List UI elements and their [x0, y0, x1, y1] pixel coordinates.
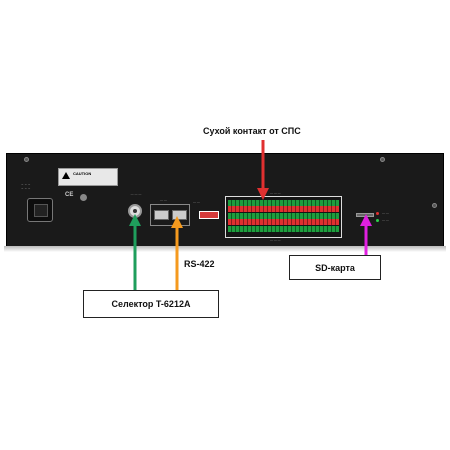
terminal-row: [228, 200, 339, 206]
ground-icon: [80, 194, 87, 201]
dip-switch-icon: [199, 211, 219, 219]
screw-icon: [380, 157, 385, 162]
led-label: — —: [382, 218, 389, 222]
dry-contact-label: Сухой контакт от СПС: [203, 126, 301, 136]
dip-switch-label: — —: [193, 200, 200, 204]
screw-icon: [24, 157, 29, 162]
audio-output-label: — — —: [130, 192, 142, 196]
device-base-shadow: [4, 246, 446, 252]
terminal-row: [228, 206, 339, 212]
selector-callout: Селектор T-6212A: [83, 290, 219, 318]
led-indicator-icon: [376, 212, 379, 215]
sd-slot-icon: [356, 213, 374, 217]
caution-triangle-icon: [62, 172, 70, 179]
power-socket-icon: [27, 198, 53, 222]
terminal-row: [228, 226, 339, 232]
terminal-top-label: — — —: [270, 191, 281, 195]
rca-jack-icon: [128, 204, 142, 218]
rj45-port-icon: [154, 210, 169, 220]
rs422-label: RS-422: [184, 259, 215, 269]
rating-text: ~ ~ ~~ ~ ~: [21, 182, 31, 190]
terminal-row: [228, 219, 339, 225]
selector-label: Селектор T-6212A: [111, 299, 191, 309]
caution-label-plate: CAUTION: [58, 168, 118, 186]
rj45-port-group: [150, 204, 190, 226]
ce-mark: CE: [65, 192, 74, 198]
terminal-row: [228, 213, 339, 219]
led-indicator-icon: [376, 219, 379, 222]
caution-label: CAUTION: [73, 171, 92, 176]
led-label: — —: [382, 211, 389, 215]
screw-icon: [432, 203, 437, 208]
rj45-port-icon: [172, 210, 187, 220]
terminal-bottom-label: — — —: [270, 238, 281, 242]
sd-card-label: SD-карта: [315, 262, 355, 273]
sd-card-callout: SD-карта: [289, 255, 381, 280]
rj-port-label: — —: [160, 198, 167, 202]
